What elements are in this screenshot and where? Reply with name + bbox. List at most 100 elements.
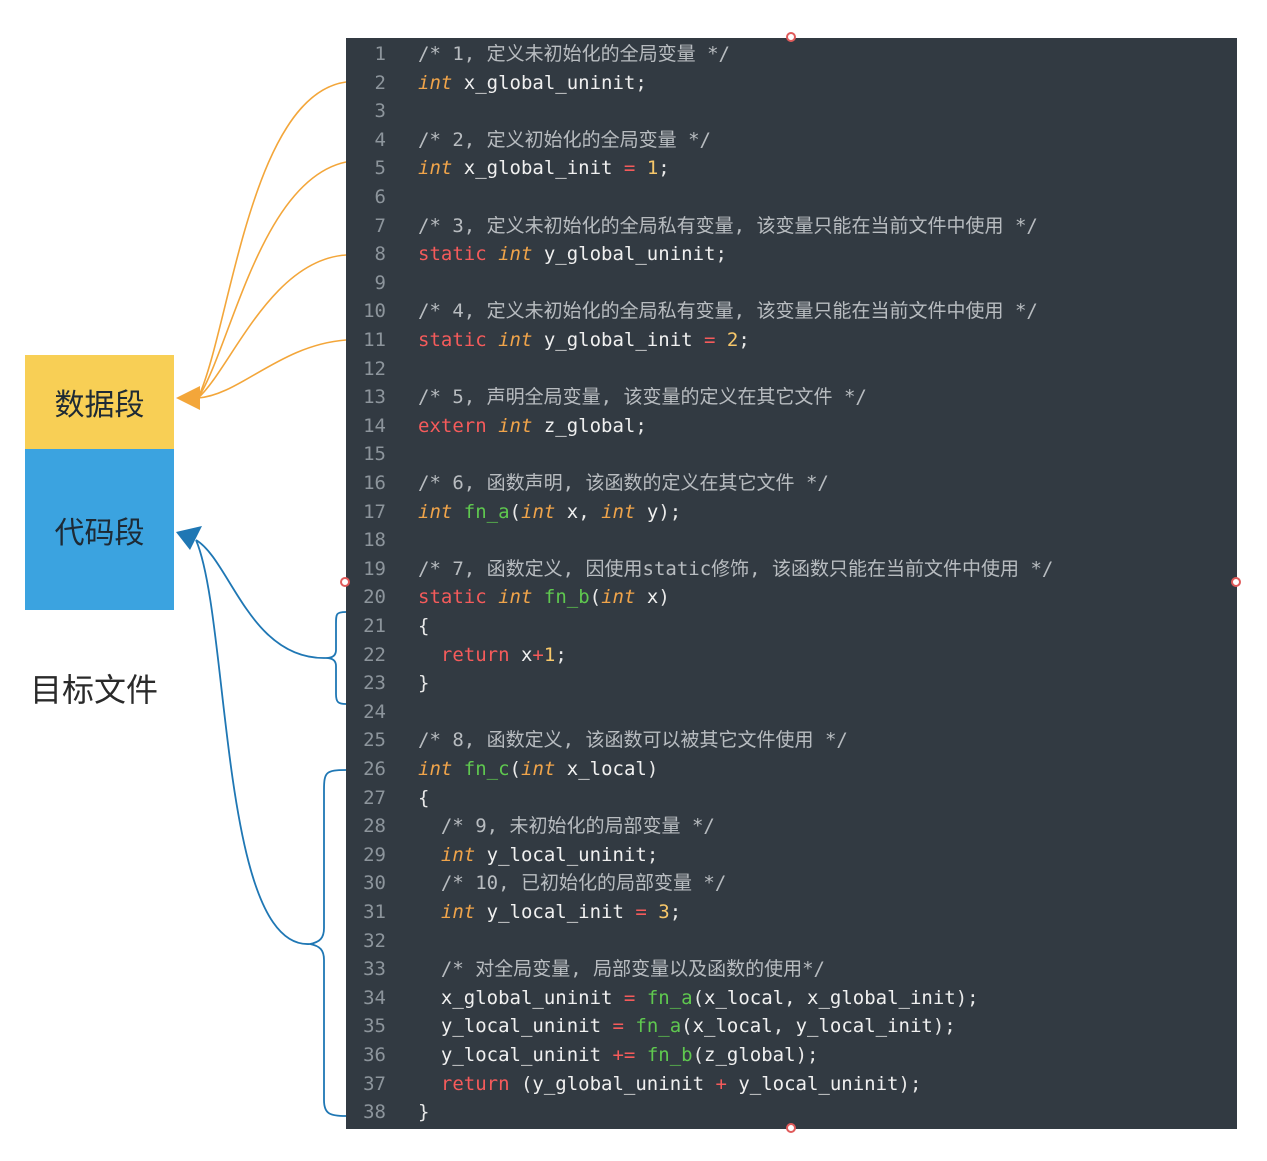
code-line: 34 x_global_uninit = fn_a(x_local, x_glo…	[346, 984, 1237, 1013]
code-token-com: /* 8, 函数定义, 该函数可以被其它文件使用 */	[418, 729, 848, 752]
code-token-p: ;	[738, 329, 750, 351]
code-token-p	[418, 644, 441, 666]
code-token-type: int	[521, 500, 556, 523]
line-code: {	[418, 784, 429, 813]
line-number: 1	[374, 43, 386, 65]
code-token-p: )	[646, 758, 659, 780]
code-token-type: int	[418, 157, 453, 180]
code-segment-label: 代码段	[54, 515, 145, 551]
code-token-type: int	[498, 329, 533, 351]
code-token-fn: fn_c	[463, 758, 510, 780]
fn-b-link-curve	[195, 539, 327, 659]
line-number: 31	[363, 901, 386, 923]
line-code: /* 3, 定义未初始化的全局私有变量, 该变量只能在当前文件中使用 */	[418, 212, 1038, 241]
line-code: /* 7, 函数定义, 因使用static修饰, 该函数只能在当前文件中使用 *…	[418, 555, 1053, 584]
code-token-p	[635, 987, 646, 1009]
code-line: 3	[346, 97, 1237, 126]
code-token-id: x_local	[555, 758, 647, 780]
line-number: 23	[363, 672, 386, 695]
code-token-kw: return	[440, 1072, 510, 1095]
code-line: 37 return (y_global_uninit + y_local_uni…	[346, 1070, 1237, 1099]
code-token-type: int	[498, 414, 533, 437]
line-number: 17	[363, 500, 386, 523]
code-token-p: ,	[772, 1015, 796, 1038]
code-token-com: /* 2, 定义初始化的全局变量 */	[418, 128, 711, 151]
line-code: return x+1;	[418, 641, 567, 670]
code-line: 25/* 8, 函数定义, 该函数可以被其它文件使用 */	[346, 726, 1237, 755]
code-token-p	[487, 415, 498, 437]
code-token-p	[487, 243, 498, 265]
resize-handle-left[interactable]	[340, 577, 350, 587]
code-line: 16 /* 6, 函数声明, 该函数的定义在其它文件 */	[346, 469, 1237, 498]
code-token-p	[418, 901, 441, 923]
line-number: 16	[363, 472, 386, 494]
line-code: int x_global_uninit;	[418, 69, 647, 98]
code-token-p	[452, 758, 463, 780]
code-token-p: ;	[646, 843, 659, 866]
line-code: /* 5, 声明全局变量, 该变量的定义在其它文件 */	[418, 383, 867, 412]
code-token-num: 3	[658, 901, 670, 923]
code-token-p: );	[932, 1015, 956, 1038]
code-token-p	[635, 157, 646, 179]
code-token-p	[418, 844, 441, 866]
code-token-p: ;	[669, 901, 682, 923]
code-token-com: /* 5, 声明全局变量, 该变量的定义在其它文件 */	[418, 386, 867, 409]
code-line: 29 int y_local_uninit;	[346, 841, 1237, 870]
line-number: 14	[363, 414, 386, 437]
data-link-line-8	[197, 254, 347, 399]
code-token-type: int	[418, 71, 453, 94]
object-file-label: 目标文件	[30, 671, 159, 709]
code-line: 21{	[346, 612, 1237, 641]
fn-b-bracket	[325, 611, 347, 705]
line-number: 18	[363, 529, 386, 552]
line-number: 11	[363, 329, 386, 351]
code-line: 10/* 4, 定义未初始化的全局私有变量, 该变量只能在当前文件中使用 */	[346, 297, 1237, 326]
code-token-num: 1	[646, 157, 659, 180]
code-token-p: }	[418, 1101, 430, 1124]
code-line: 18	[346, 526, 1237, 555]
code-token-id: y_global_uninit	[532, 1072, 716, 1095]
data-segment-box: 数据段	[25, 355, 174, 449]
line-number: 20	[363, 586, 386, 609]
code-token-op: =	[704, 329, 716, 351]
code-token-p: (	[509, 758, 521, 780]
line-number: 35	[363, 1015, 386, 1038]
resize-handle-top[interactable]	[786, 32, 796, 42]
code-token-kw: static	[418, 586, 487, 609]
code-token-kw: static	[418, 329, 487, 351]
code-token-com: /* 6, 函数声明, 该函数的定义在其它文件 */	[418, 472, 829, 494]
code-line: 36 y_local_uninit += fn_b(z_global);	[346, 1041, 1237, 1070]
code-token-id: z_global	[704, 1044, 796, 1066]
code-token-id: x	[555, 500, 579, 523]
data-segment-label: 数据段	[54, 388, 145, 423]
code-line: 19/* 7, 函数定义, 因使用static修饰, 该函数只能在当前文件中使用…	[346, 555, 1237, 584]
resize-handle-bottom[interactable]	[786, 1123, 796, 1133]
code-token-id: x_local	[692, 1015, 773, 1038]
code-token-p	[418, 1073, 441, 1095]
code-token-id: x	[509, 643, 533, 666]
code-token-type: int	[498, 586, 533, 609]
code-token-p: ;	[715, 243, 727, 266]
line-code: static int y_global_uninit;	[418, 240, 727, 269]
code-token-p	[418, 872, 441, 894]
line-number: 27	[363, 786, 386, 809]
code-token-id: y_local_init	[795, 1015, 933, 1038]
fn-c-link-curve	[195, 539, 311, 945]
resize-handle-right[interactable]	[1231, 577, 1241, 587]
code-token-id: x_global_init	[807, 986, 956, 1009]
code-line: 31 int y_local_init = 3;	[346, 898, 1237, 927]
data-link-line-11	[197, 339, 347, 399]
code-token-com: /* 3, 定义未初始化的全局私有变量, 该变量只能在当前文件中使用 */	[418, 214, 1038, 237]
line-number: 6	[374, 186, 386, 208]
code-token-com: /* 9, 未初始化的局部变量 */	[440, 815, 715, 838]
code-token-com: /* 对全局变量, 局部变量以及函数的使用*/	[440, 958, 825, 981]
data-link-line-2	[197, 81, 347, 399]
code-token-fn: fn_a	[635, 1015, 682, 1038]
code-line: 32	[346, 927, 1237, 956]
line-number: 28	[363, 815, 386, 838]
code-line: 7/* 3, 定义未初始化的全局私有变量, 该变量只能在当前文件中使用 */	[346, 212, 1237, 241]
